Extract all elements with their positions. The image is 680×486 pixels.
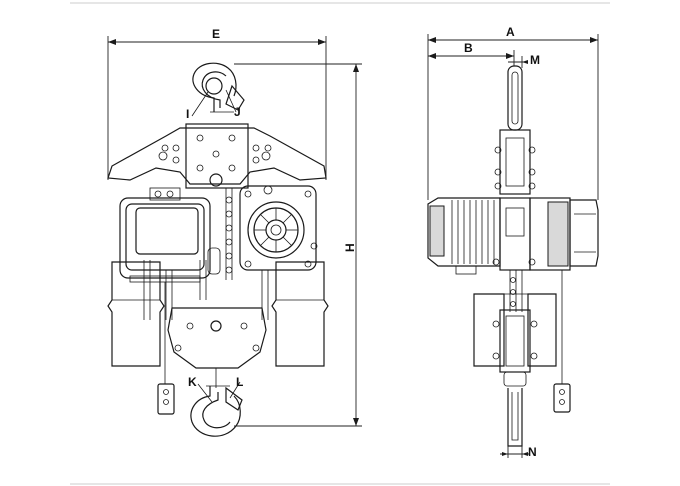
dimension-m [508,56,528,68]
side-view: A B M N [427,25,599,459]
label-a: A [506,25,515,39]
side-motor [427,197,501,275]
dimension-h [234,63,362,427]
center-chain [207,188,233,280]
leader-i [191,91,209,117]
bottom-block [167,307,267,388]
leader-k [197,383,213,403]
label-b: B [464,41,473,55]
label-k: K [188,375,197,389]
dimension-a [427,34,599,200]
side-gearbox [492,197,599,271]
label-i: I [186,107,189,121]
dimension-n [500,446,530,458]
dimension-e [107,36,327,180]
front-view: E H I J K L [107,27,362,437]
side-chains [509,270,523,312]
label-l: L [236,375,243,389]
dimension-b [428,50,515,66]
side-top-hook [504,65,526,131]
chain-containers [107,261,329,367]
label-h: H [343,243,357,252]
bottom-hook [190,385,243,437]
label-e: E [212,27,220,41]
top-hook [192,62,245,113]
suspension-bracket [107,123,327,189]
side-bottom-block [492,309,538,387]
side-pendant [553,270,571,413]
label-n: N [528,445,537,459]
label-j: J [234,105,241,119]
label-m: M [530,53,540,67]
load-chains [143,260,269,320]
leader-l [229,381,241,399]
side-bracket [494,129,536,195]
leader-j [225,89,237,113]
side-bottom-hook [507,388,523,447]
right-gear-housing [239,185,318,271]
pendant-control [157,282,175,415]
left-motor-housing [119,187,211,283]
